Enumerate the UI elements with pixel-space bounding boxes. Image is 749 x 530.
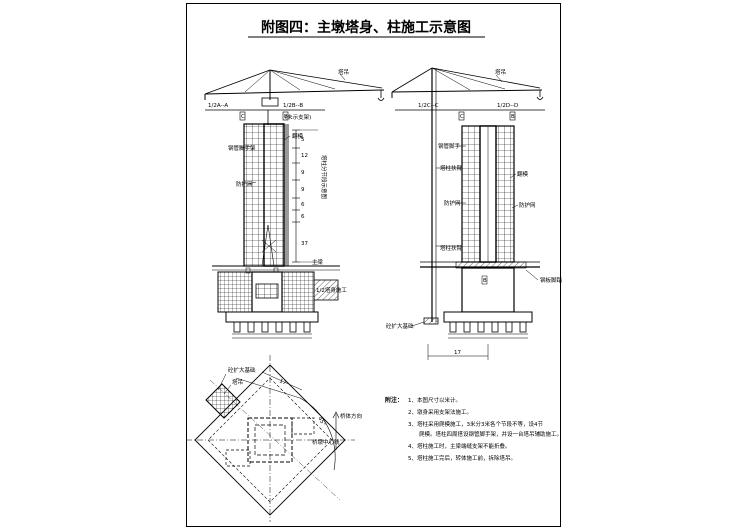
left-crane-label: 塔吊 [338,68,349,76]
left-tower-crane: 塔吊 [204,68,385,107]
left-pier-grid-left [217,271,253,313]
right-support-beam-label: 塔柱扶臂 [440,244,463,252]
main-beam-label: 主梁 [312,258,324,266]
right-mark-b: B [511,114,515,120]
segment-dim-3: 9 [301,170,305,176]
plan-dim-angle: 45° [316,416,326,428]
left-piles [232,321,312,339]
note-1: 1、本图尺寸以米计。 [408,396,461,404]
segment-dim-6: 6 [301,214,305,220]
right-axis-c-label: 1/2C--C [418,103,439,109]
right-net-label: 防护网 [444,199,461,207]
right-elevation-view: 塔吊 1/2C--C 1/2D--D C B 钢管脚手 塔柱扶臂 翻模 防护网 … [386,67,563,360]
left-axis-b-label: 1/2B--B [283,103,303,109]
plan-foundation-label: 砼扩大基础 [228,366,256,374]
note-3-cont: 爬模。塔柱四周搭设钢管脚手架，并设一台塔吊辅助施工。 [408,430,562,438]
right-net-label-2: 防护网 [519,201,536,209]
left-formwork-label: 翻模 [292,132,304,140]
left-mark-c: C [241,114,245,120]
left-support-lattice [261,224,277,267]
segment-dim-5: 6 [301,202,305,208]
notes-heading: 附注： [385,396,403,404]
note-3: 3、塔柱采用爬模施工，3米分3米各个节段不等，设4节 [408,420,543,428]
segment-dim-4: 9 [301,187,305,193]
plan-center-line: 桥墩中心线 [312,438,340,446]
right-mark-b2: B [483,278,487,284]
segment-dim-2: 12 [301,153,308,159]
left-axis-sub-label: (未示支架) [285,113,311,121]
segment-dimension-chain: 5 12 9 9 6 6 37 [292,129,318,263]
left-net-label: 防护网 [236,180,253,188]
left-pier-grid-right [281,271,315,313]
left-axis-a-label: 1/2A--A [208,103,228,109]
half-tower-label: 1/2塔身施工 [316,286,347,294]
segment-diagram-label: 塔柱分节段示意图 [320,155,328,200]
right-mark-c: C [460,114,464,120]
note-2: 2、墩身采用支架法施工。 [408,408,472,416]
left-elevation-view: 塔吊 1/2A--A 1/2B--B (未示支架) C B 钢管脚手架 防护网 … [204,68,385,339]
segment-dim-1: 5 [301,137,305,143]
right-pile-cap [443,311,533,323]
right-scaffold-label: 钢管脚手 [438,142,461,150]
right-pier-body [461,267,515,313]
drawing-title: 附图四：主墩塔身、柱施工示意图 [261,19,471,36]
plan-bridge-direction: 桥体方向 [340,412,362,420]
plan-crane-label: 塔吊 [232,378,243,386]
right-platform-label: 钢板脚踏 [540,276,563,284]
right-formwork-label: 翻模 [517,170,529,178]
plan-dim-17: 17 [278,378,287,387]
right-crane-label: 塔吊 [495,68,506,76]
left-pile-cap [225,311,319,323]
right-axis-d-label: 1/2D--D [497,103,518,109]
right-piles [448,321,528,339]
notes-block: 附注： 1、本图尺寸以米计。 2、墩身采用支架法施工。 3、塔柱采用爬模施工，3… [385,396,562,462]
left-scaffold-label: 钢管脚手架 [228,144,256,152]
right-tower-support-label: 塔柱扶臂 [440,164,463,172]
plan-view: 砼扩大基础 塔吊 17 45° 桥体方向 桥墩中心线 [186,355,362,522]
plan-crane-foundation [205,383,241,419]
right-base-label: 砼扩大基础 [386,322,414,330]
note-5: 5、塔柱施工完后，转体施工前，拆除塔吊。 [408,454,516,462]
note-4: 4、塔柱施工时，主梁端缝支架不能折叠。 [408,442,511,450]
right-dim-17: 17 [454,350,461,356]
segment-dim-7: 37 [301,241,308,247]
left-mark-b: B [284,114,288,120]
